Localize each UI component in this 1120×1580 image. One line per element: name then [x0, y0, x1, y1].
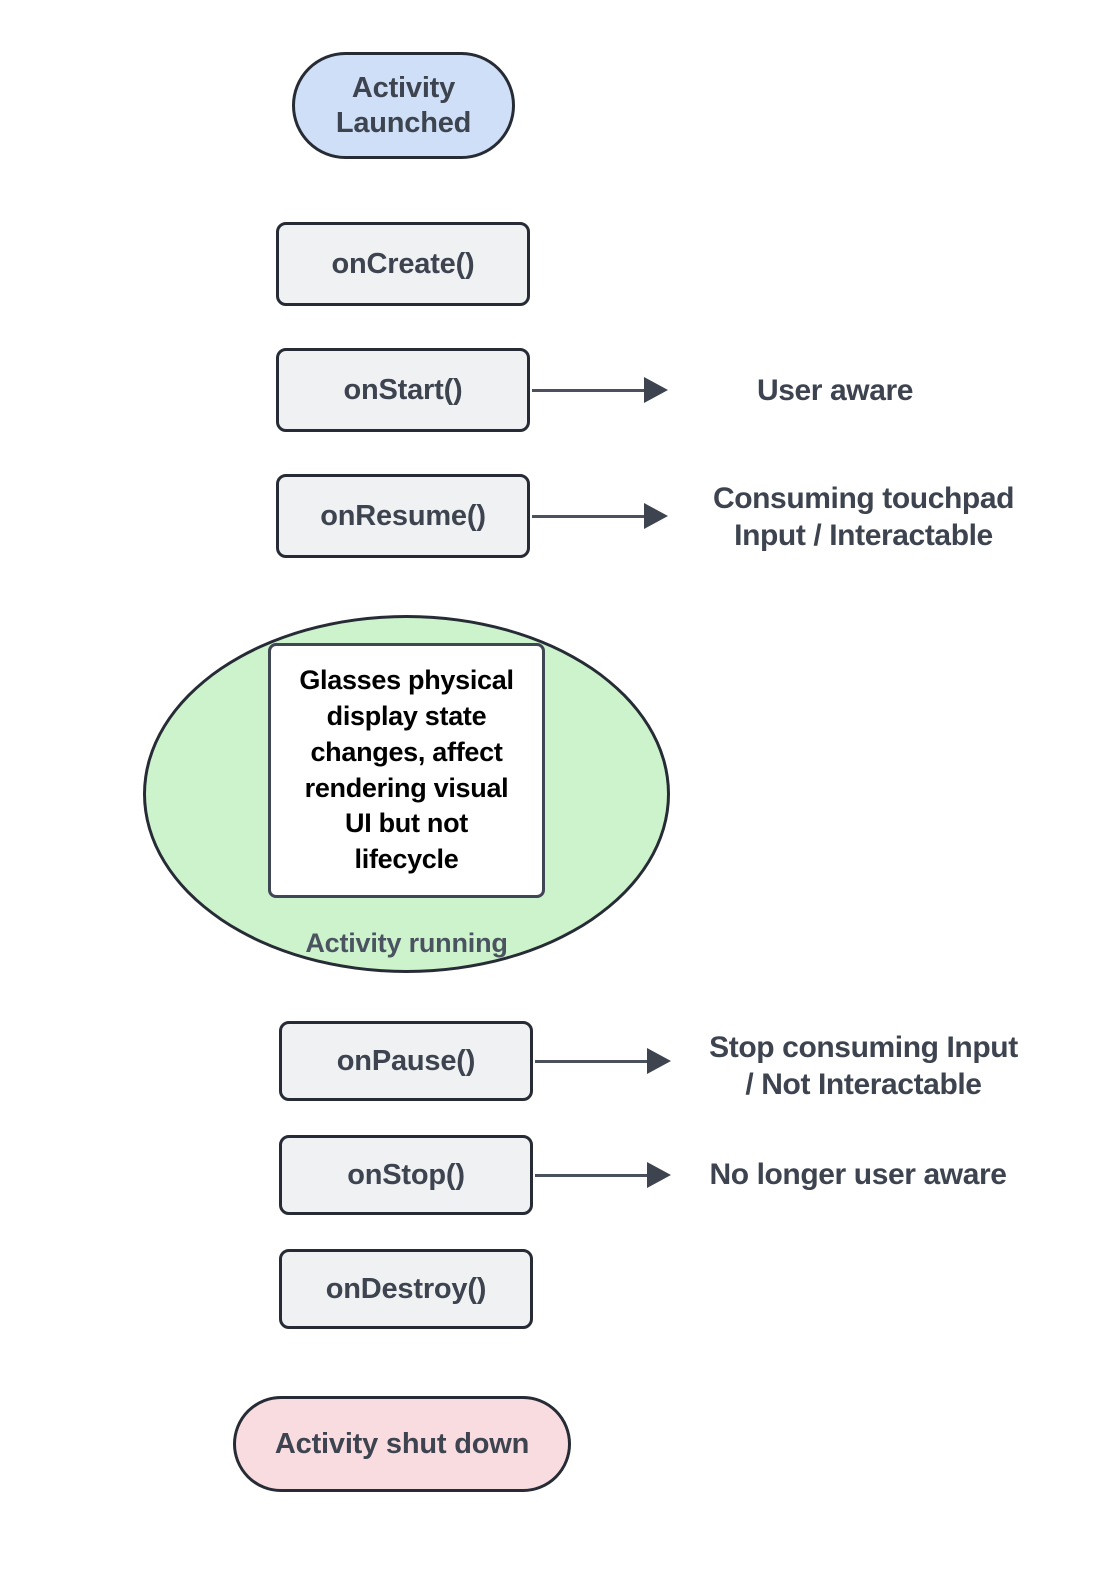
node-onstop[interactable]: onStop() — [279, 1135, 533, 1215]
node-activity-running[interactable]: Glasses physical display state changes, … — [143, 615, 670, 973]
node-onstop-label: onStop() — [347, 1158, 465, 1191]
annotation-user-aware: User aware — [756, 374, 914, 407]
node-onstart-label: onStart() — [343, 373, 463, 406]
node-activity-launched-label: Activity Launched — [335, 72, 472, 139]
node-ondestroy[interactable]: onDestroy() — [279, 1249, 533, 1329]
arrow-shaft — [532, 389, 645, 392]
node-activity-shut-down[interactable]: Activity shut down — [233, 1396, 571, 1492]
note-glasses-display-state: Glasses physical display state changes, … — [268, 643, 545, 898]
annotation-stop-consuming-input: Stop consuming Input / Not Interactable — [709, 1031, 1018, 1102]
arrow-head-icon — [647, 1048, 671, 1074]
arrow-shaft — [532, 515, 645, 518]
node-activity-launched[interactable]: Activity Launched — [292, 52, 515, 159]
annotation-no-longer-user-aware: No longer user aware — [709, 1158, 1007, 1191]
node-onresume-label: onResume() — [320, 499, 486, 532]
node-onpause-label: onPause() — [336, 1044, 476, 1077]
node-onpause[interactable]: onPause() — [279, 1021, 533, 1101]
node-oncreate[interactable]: onCreate() — [276, 222, 530, 306]
arrow-head-icon — [644, 377, 668, 403]
node-activity-running-label: Activity running — [305, 928, 508, 958]
node-onstart[interactable]: onStart() — [276, 348, 530, 432]
node-ondestroy-label: onDestroy() — [325, 1272, 487, 1305]
node-oncreate-label: onCreate() — [331, 247, 475, 280]
node-onresume[interactable]: onResume() — [276, 474, 530, 558]
node-activity-shut-down-label: Activity shut down — [274, 1427, 530, 1460]
arrow-head-icon — [647, 1162, 671, 1188]
annotation-consuming-touchpad: Consuming touchpad Input / Interactable — [712, 482, 1015, 553]
arrow-shaft — [535, 1060, 648, 1063]
arrow-head-icon — [644, 503, 668, 529]
arrow-shaft — [535, 1174, 648, 1177]
